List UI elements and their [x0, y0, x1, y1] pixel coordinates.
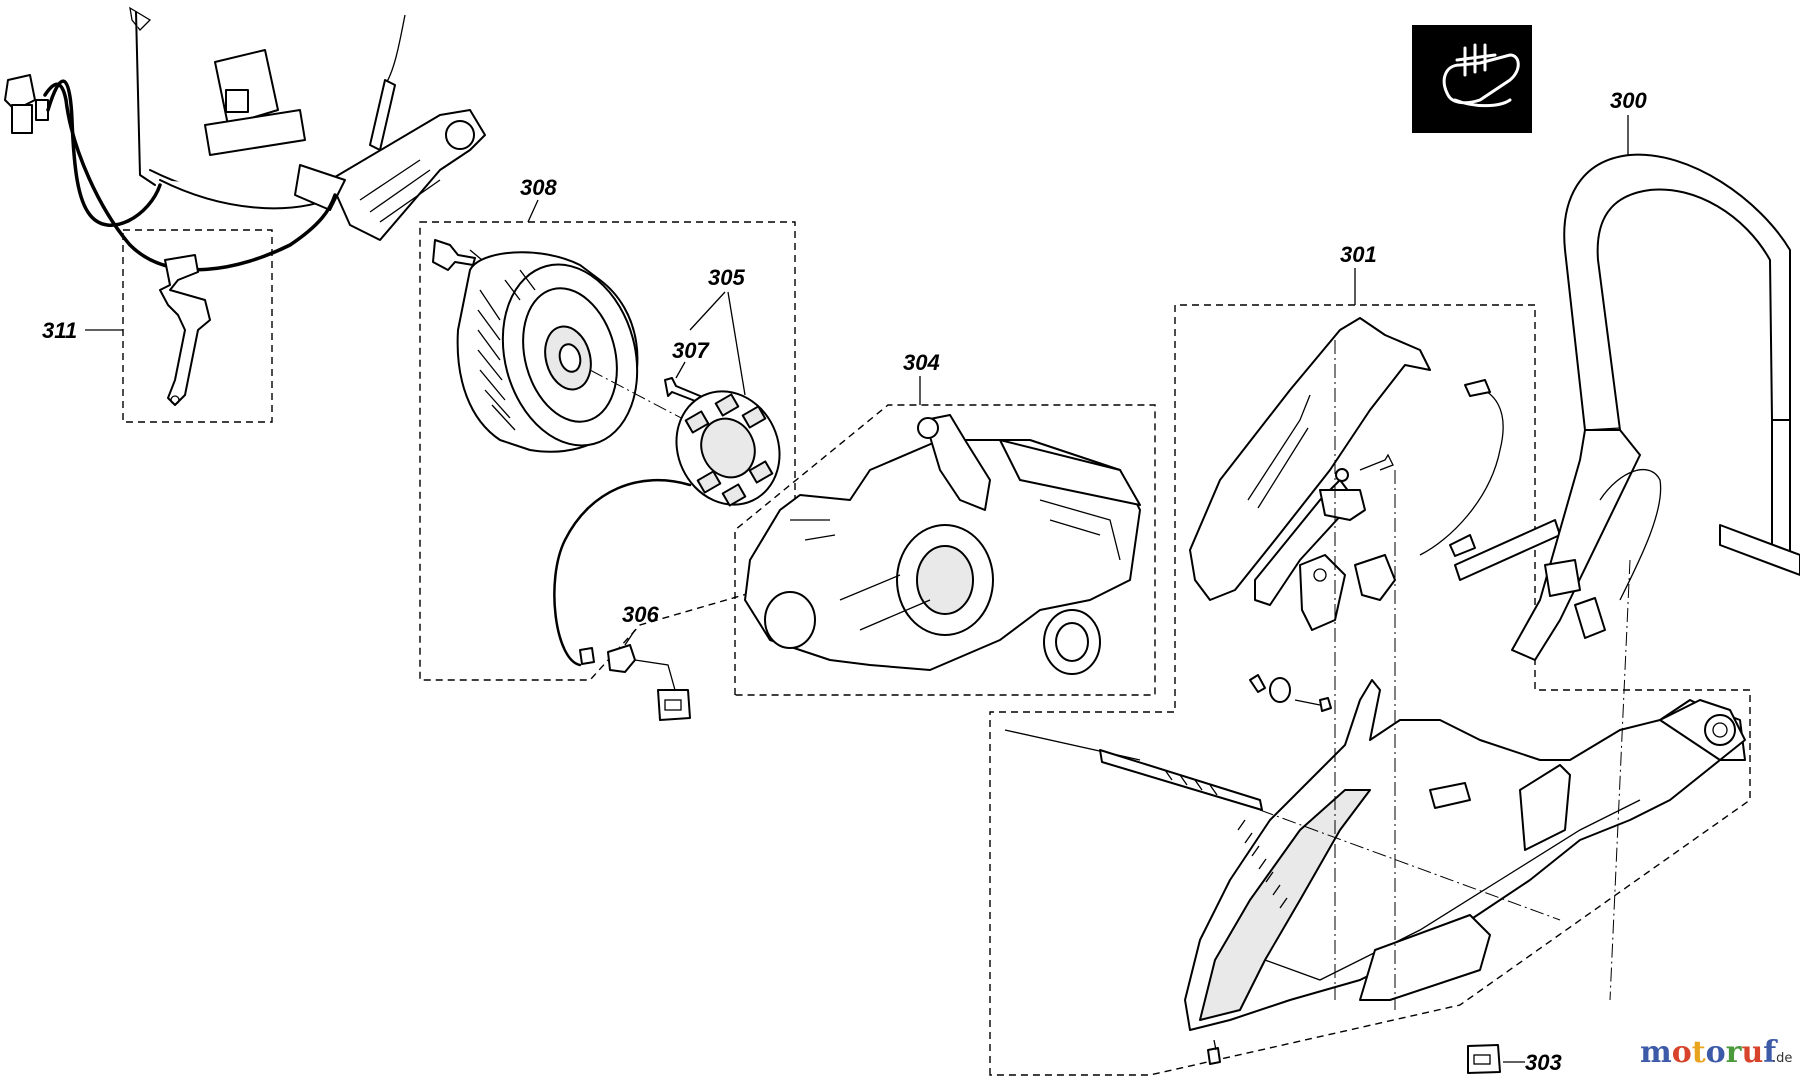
watermark-letter: m	[1640, 1035, 1672, 1070]
part-304-bearing	[1043, 609, 1101, 675]
ignition-wire	[46, 79, 162, 227]
gloves-required-icon	[1412, 25, 1532, 133]
group-308: 308	[419, 175, 796, 681]
watermark-tld: .de	[1772, 1051, 1792, 1066]
part-305-ignition-module	[675, 390, 781, 507]
callout-303: 303	[1525, 1050, 1562, 1075]
part-311-stop-switch	[159, 254, 211, 406]
watermark-letter: o	[1672, 1035, 1692, 1070]
part-301-handle-cover	[1189, 317, 1431, 601]
part-301-rear-handle	[1184, 679, 1746, 1031]
group-304: 304	[734, 350, 1156, 696]
callout-307: 307	[672, 338, 710, 363]
handle-wiring-assembly	[4, 6, 486, 241]
group-303: 303	[1467, 1044, 1562, 1075]
watermark-letter: f	[1763, 1035, 1778, 1070]
callout-304: 304	[903, 350, 940, 375]
callout-300: 300	[1610, 88, 1647, 113]
watermark-letter: u	[1741, 1035, 1763, 1070]
callout-305: 305	[708, 265, 745, 290]
callout-308: 308	[520, 175, 557, 200]
group-311: 311	[42, 229, 273, 423]
part-304-crankcase	[744, 414, 1141, 671]
ignition-wire-2	[43, 82, 337, 272]
part-303-label	[1467, 1044, 1501, 1074]
part-308-flywheel	[456, 251, 639, 453]
svg-text:motoruf: motoruf	[1640, 1035, 1778, 1070]
group-301: 301	[989, 242, 1751, 1076]
watermark-letter: t	[1692, 1035, 1706, 1070]
part-300-front-handle	[1511, 153, 1800, 1001]
callout-311: 311	[42, 318, 77, 343]
group-305-307: 305 307	[553, 265, 781, 667]
part-306-connector	[607, 644, 636, 673]
callout-306: 306	[622, 602, 659, 627]
watermark-letter: r	[1726, 1035, 1743, 1070]
group-306: 306	[579, 602, 691, 721]
motoruf-watermark: motoruf .de	[1640, 1035, 1792, 1070]
group-300: 300	[1511, 88, 1800, 1001]
watermark-letter: o	[1706, 1035, 1726, 1070]
callout-301: 301	[1340, 242, 1377, 267]
